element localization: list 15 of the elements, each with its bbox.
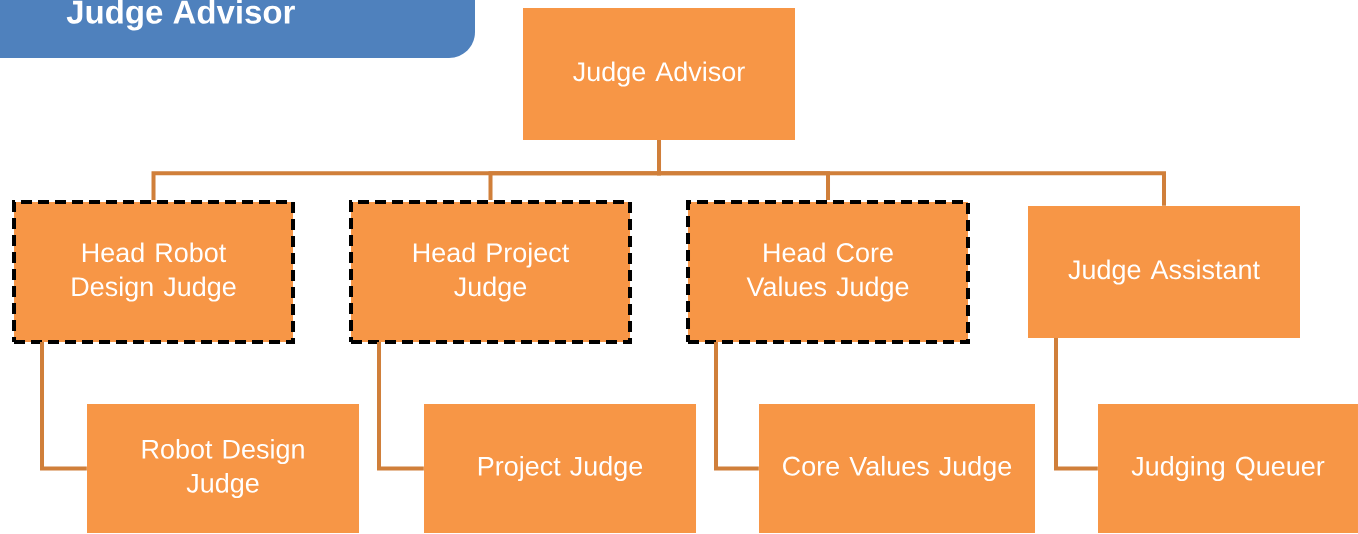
role-box: Judge Advisor: [523, 8, 795, 140]
role-box: Judge Assistant: [1028, 206, 1300, 338]
connector-line: [714, 342, 759, 471]
title-tab: Judge Advisor: [0, 0, 475, 58]
dashed-role-box: Head Robot Design Judge: [12, 200, 295, 344]
dashed-role-box: Head Project Judge: [349, 200, 632, 344]
connector-line: [1054, 338, 1098, 471]
connector-line: [377, 342, 424, 471]
connector-line: [657, 140, 1166, 206]
connector-line: [40, 342, 87, 471]
role-box: Judging Queuer: [1098, 404, 1358, 533]
role-box: Core Values Judge: [759, 404, 1035, 533]
role-box: Project Judge: [424, 404, 696, 533]
role-box: Robot Design Judge: [87, 404, 359, 533]
dashed-role-box: Head Core Values Judge: [686, 200, 970, 344]
